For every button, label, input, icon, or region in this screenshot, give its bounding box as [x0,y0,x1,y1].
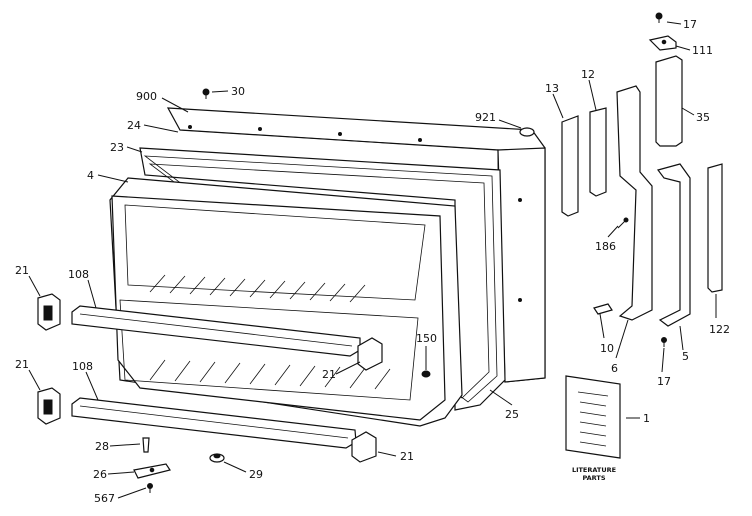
callout-900: 900 [136,90,157,103]
callout-10: 10 [600,342,614,355]
callout-111: 111 [692,44,713,57]
liner-shelf-ribs [149,274,391,390]
shelf-end-cap-upper-right [357,337,383,371]
callout-5: 5 [682,350,689,363]
callout-17-bottom: 17 [657,375,671,388]
callout-24: 24 [127,119,141,132]
callout-29: 29 [249,468,263,481]
callout-17-top: 17 [683,18,697,31]
washer-10 [593,303,613,315]
plug-150 [421,370,431,378]
callout-25: 25 [505,408,519,421]
callout-28: 28 [95,440,109,453]
hinge-cap-111 [648,35,677,51]
screw-30 [202,88,210,99]
literature-booklet: LITERATURE PARTS [565,375,621,482]
callout-921: 921 [475,111,496,124]
callout-30: 30 [231,85,245,98]
hinge-bracket-6 [616,85,653,321]
callout-21-lower-right: 21 [400,450,414,463]
callout-122: 122 [709,323,730,336]
screw-186 [617,217,629,229]
callout-21-lower-left: 21 [15,358,29,371]
callout-567: 567 [94,492,115,505]
literature-label-line2: PARTS [582,474,605,482]
gasket-strip-122 [707,163,723,293]
callout-108-lower: 108 [72,360,93,373]
hinge-bracket-5 [656,163,691,327]
trim-strip-13 [561,115,579,217]
hinge-pin-28 [142,437,150,453]
shelf-end-cap-lower-left [37,387,61,425]
door-liner [109,177,463,427]
screw-17-top [655,12,663,23]
handle-35 [655,55,683,147]
callout-21-upper-left: 21 [15,264,29,277]
callout-6: 6 [611,362,618,375]
shelf-end-cap-upper-left [37,293,61,331]
leader-lines [28,21,717,499]
bushing-29 [209,453,225,463]
callout-35: 35 [696,111,710,124]
callout-21-upper-right: 21 [322,368,336,381]
callout-23: 23 [110,141,124,154]
callout-4: 4 [87,169,94,182]
outer-door-panel [166,107,546,383]
callout-186: 186 [595,240,616,253]
literature-label-line1: LITERATURE [572,466,616,474]
callout-13: 13 [545,82,559,95]
hinge-plate-26 [133,463,171,479]
trim-strip-12 [589,107,607,197]
callout-labels: 17 111 35 13 12 900 30 921 24 23 4 186 2… [15,18,730,505]
callout-108-upper: 108 [68,268,89,281]
callout-26: 26 [93,468,107,481]
callout-12: 12 [581,68,595,81]
screw-17-bottom [661,337,667,347]
shelf-end-cap-lower-right [351,431,377,463]
screw-567 [147,483,153,493]
callout-1: 1 [643,412,650,425]
callout-150: 150 [416,332,437,345]
